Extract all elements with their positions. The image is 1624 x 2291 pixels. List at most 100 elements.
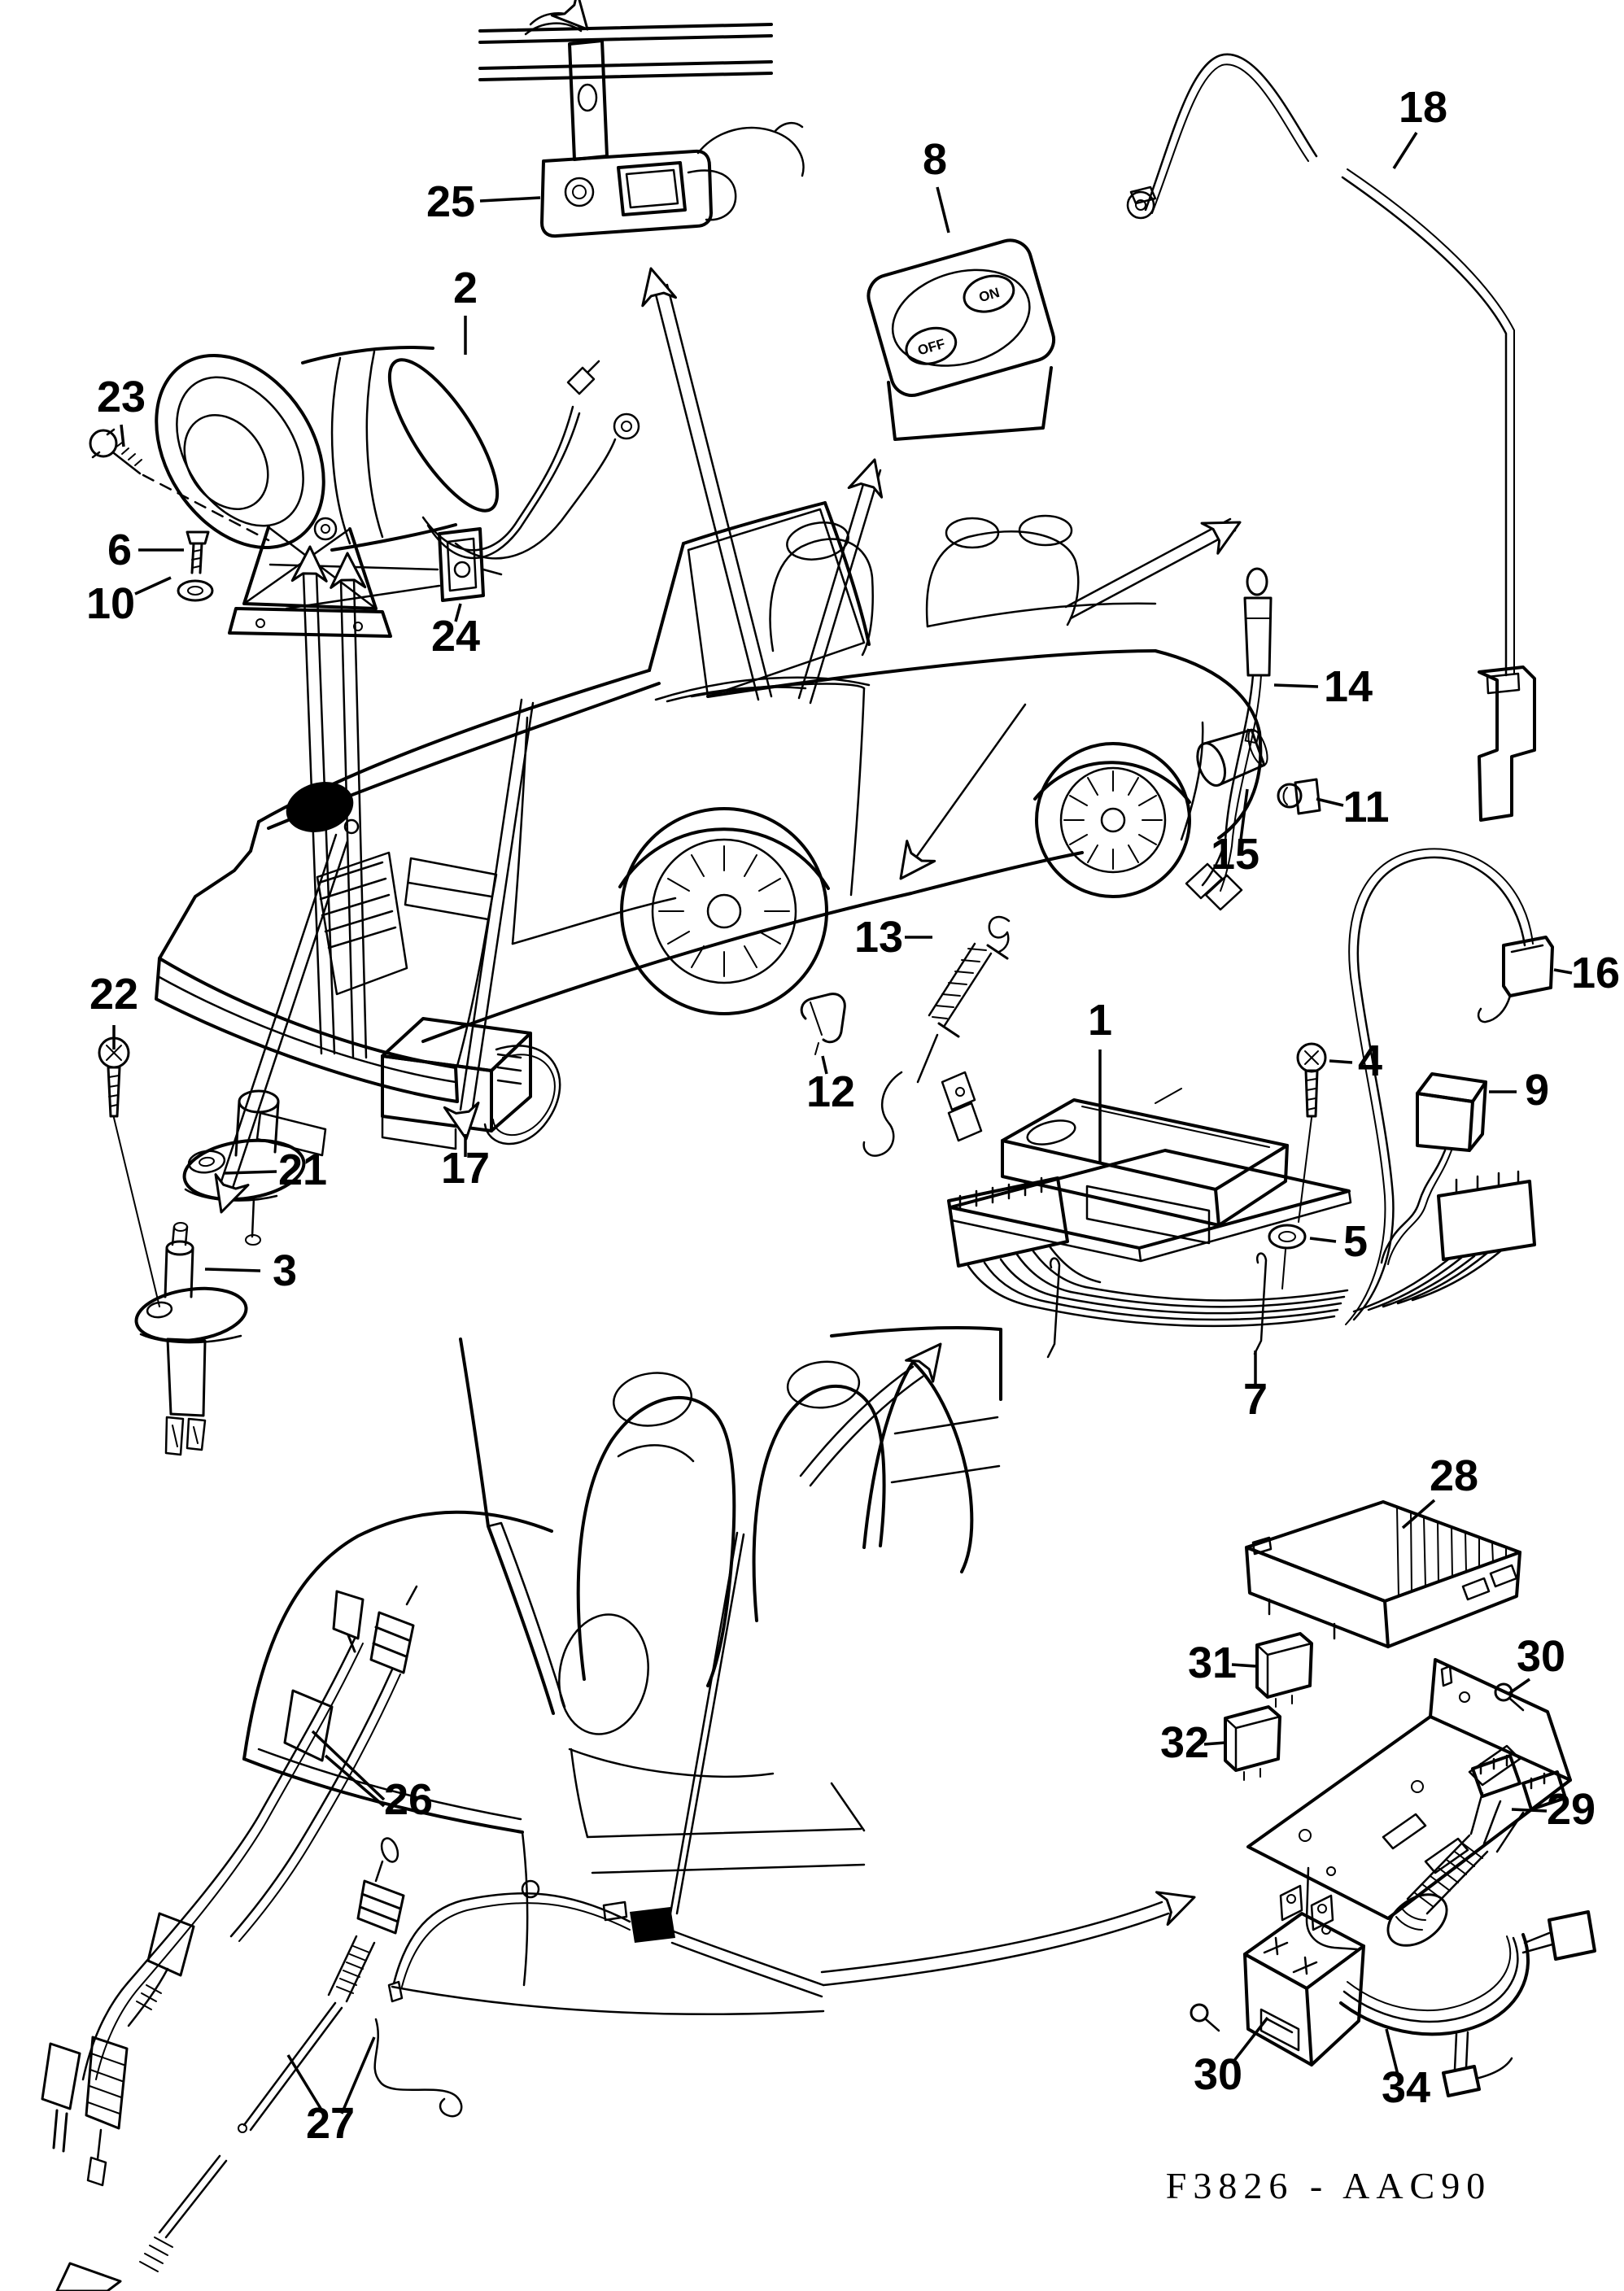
part-number-21: 21 xyxy=(278,1146,327,1194)
relay-31 xyxy=(1255,1632,1313,1708)
arrow-head xyxy=(550,0,589,31)
control-module-1 xyxy=(949,1088,1352,1263)
part-number-18: 18 xyxy=(1399,83,1447,132)
part-number-30: 30 xyxy=(1194,2050,1242,2099)
part-number-6: 6 xyxy=(107,526,132,574)
washer-10 xyxy=(177,579,214,602)
leader-line-34 xyxy=(1385,2028,1399,2075)
leader-line-4 xyxy=(1329,1059,1353,1064)
relay-block xyxy=(1243,1884,1365,2066)
bolt-6 xyxy=(186,530,210,574)
receiver-module-28 xyxy=(1245,1500,1521,1648)
part-number-22: 22 xyxy=(89,970,138,1019)
rear-wheel xyxy=(1033,742,1191,898)
part-number-27: 27 xyxy=(306,2099,355,2148)
arrow-to-module1 xyxy=(799,1342,942,1487)
wiring-harness-7 xyxy=(947,1170,1536,1359)
part-number-16: 16 xyxy=(1571,949,1620,997)
relay-32 xyxy=(1224,1705,1281,1781)
leader-line-30 xyxy=(1508,1678,1530,1695)
front-wheel xyxy=(618,807,830,1015)
leader-line-5 xyxy=(1309,1237,1337,1243)
on-button-label: ON xyxy=(977,285,1002,305)
part-number-2: 2 xyxy=(453,264,478,312)
part-number-25: 25 xyxy=(426,177,475,226)
part-number-15: 15 xyxy=(1211,830,1259,879)
leader-line-26 xyxy=(311,1730,386,1801)
leader-line-15 xyxy=(1238,788,1249,847)
off-button-label: OFF xyxy=(916,336,947,359)
arrow-to-part25 xyxy=(641,267,773,701)
hood-grommet xyxy=(286,782,354,832)
part-number-9: 9 xyxy=(1525,1066,1549,1115)
car-interior-overview xyxy=(242,1326,1002,2015)
leader-line-31 xyxy=(1231,1663,1256,1668)
part-number-10: 10 xyxy=(86,579,135,628)
leader-line-27 xyxy=(340,2036,376,2114)
part-number-26: 26 xyxy=(384,1775,433,1824)
off-button xyxy=(905,326,958,365)
arrow-to-part17 xyxy=(443,698,535,1141)
mounting-bracket-29 xyxy=(1246,1658,1572,1951)
door-switch-21 xyxy=(182,1089,306,1246)
clip-11 xyxy=(1277,778,1321,815)
leader-line-14 xyxy=(1273,683,1319,688)
antenna-grommet xyxy=(630,1907,675,1943)
hood-switch-24 xyxy=(438,527,503,602)
part-number-13: 13 xyxy=(854,913,903,962)
bushing-15 xyxy=(1196,728,1268,787)
valet-switch-bracket-25 xyxy=(478,0,805,238)
part-number-labels: 2522361024818141115161312149572221317262… xyxy=(86,83,1620,2148)
part-number-34: 34 xyxy=(1382,2063,1430,2112)
relay-17 xyxy=(381,1017,561,1150)
direction-arrows xyxy=(214,267,1242,1987)
arrow-to-part18 xyxy=(1064,517,1242,620)
figure-code: F3826 - AAC90 xyxy=(1166,2165,1491,2206)
on-button xyxy=(963,274,1015,313)
leader-line-24 xyxy=(454,603,462,622)
leader-line-16 xyxy=(1553,968,1573,975)
part-number-32: 32 xyxy=(1160,1718,1209,1767)
part-number-17: 17 xyxy=(441,1144,490,1193)
arrow-to-part8 xyxy=(797,458,884,705)
part-number-11: 11 xyxy=(1342,783,1389,831)
siren-horn-2 xyxy=(155,345,640,638)
sensor-14 xyxy=(1185,567,1273,911)
part-number-5: 5 xyxy=(1343,1217,1368,1266)
arrow-to-siren-left xyxy=(290,545,336,1055)
leader-line-3 xyxy=(204,1268,261,1272)
sensor-9 xyxy=(1380,1072,1487,1265)
screw-4 xyxy=(1296,1042,1327,1223)
screw-30-lower xyxy=(1190,2003,1220,2032)
antenna-cables-26 xyxy=(41,1585,418,2187)
part-number-28: 28 xyxy=(1430,1451,1478,1500)
part-number-4: 4 xyxy=(1358,1036,1382,1085)
part-number-3: 3 xyxy=(273,1246,297,1295)
leader-line-18 xyxy=(1392,132,1418,169)
part-number-23: 23 xyxy=(97,373,146,421)
door-switch-3 xyxy=(134,1222,248,1456)
leader-line-25 xyxy=(479,196,541,203)
arrow-to-part21 xyxy=(214,833,349,1214)
part-number-29: 29 xyxy=(1547,1785,1596,1834)
leader-line-12 xyxy=(821,1055,828,1075)
leader-line-21 xyxy=(224,1170,277,1175)
leader-line-26 xyxy=(324,1754,386,1808)
hood-latch-switch-13 xyxy=(862,915,1011,1157)
part-number-12: 12 xyxy=(806,1067,855,1116)
part-number-30: 30 xyxy=(1517,1632,1565,1681)
on-off-switch-8: OFF ON xyxy=(867,238,1056,441)
leader-line-10 xyxy=(134,576,172,596)
part-number-24: 24 xyxy=(431,612,480,661)
leader-line-28 xyxy=(1401,1499,1436,1530)
leader-line-11 xyxy=(1316,797,1344,807)
part-number-8: 8 xyxy=(923,135,947,184)
leader-line-32 xyxy=(1203,1741,1226,1746)
arrow-to-siren-right xyxy=(330,552,368,1059)
leader-line-27 xyxy=(286,2054,325,2114)
arrow-to-bracket29 xyxy=(820,1891,1196,1987)
screw-22 xyxy=(98,1036,160,1307)
washer-5 xyxy=(1268,1224,1307,1290)
cable-16 xyxy=(1345,848,1554,1325)
